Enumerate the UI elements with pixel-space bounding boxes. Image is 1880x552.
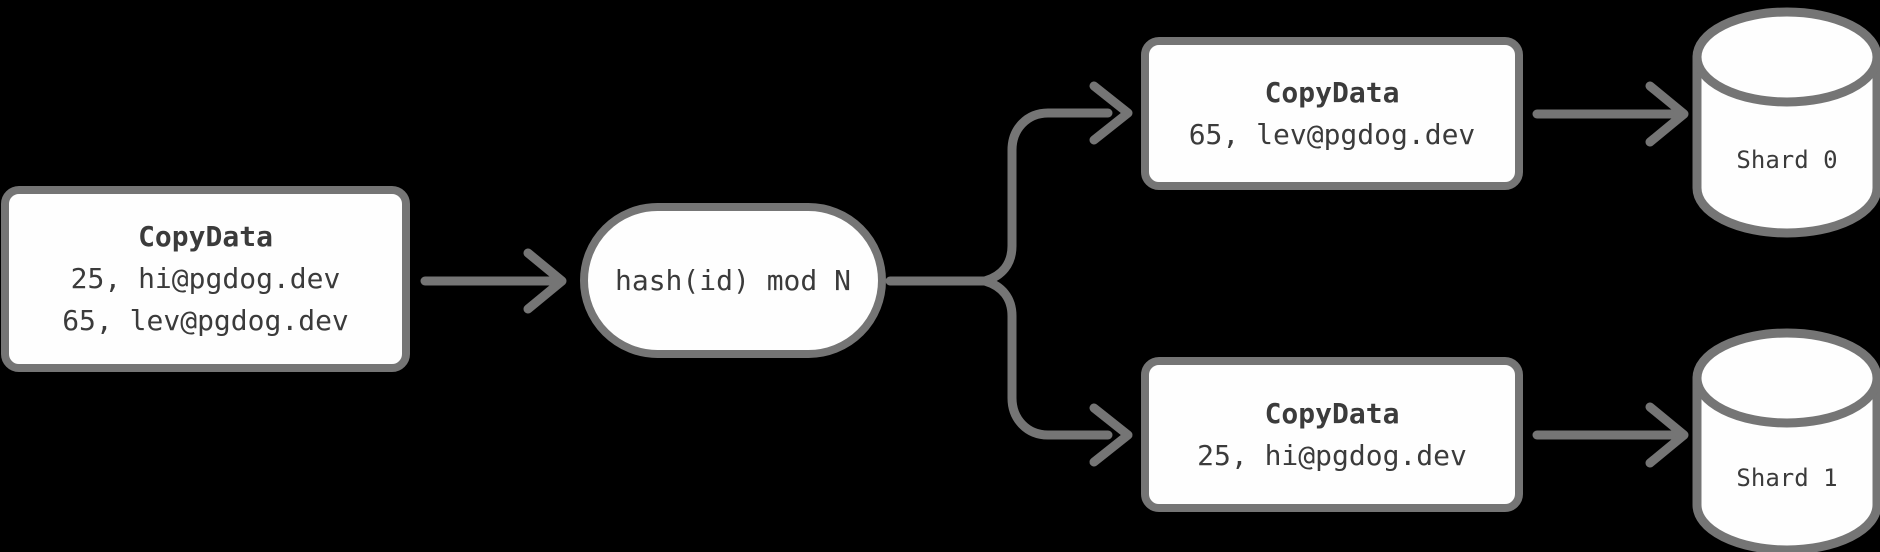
node-source-copydata: CopyData 25, hi@pgdog.dev 65, lev@pgdog.… — [1, 186, 410, 372]
fork-branch-top — [885, 108, 1113, 286]
fork-arrowhead-bottom — [1089, 403, 1133, 467]
copy1-node-row: 25, hi@pgdog.dev — [1197, 438, 1467, 472]
fork-branch-bottom — [980, 276, 1113, 440]
fork-connector — [885, 81, 1133, 467]
fork-arrowhead-top — [1089, 81, 1133, 145]
source-node-title: CopyData — [138, 220, 273, 253]
arrow-source-to-hash — [420, 248, 567, 314]
copy1-node-title: CopyData — [1264, 396, 1400, 430]
node-hash-function: hash(id) mod N — [580, 203, 886, 358]
hash-node-label: hash(id) mod N — [614, 263, 851, 297]
arrow-copy0-to-shard0 — [1532, 81, 1689, 147]
arrow-copy1-to-shard1 — [1532, 402, 1689, 468]
source-node-row: 25, hi@pgdog.dev — [70, 262, 341, 295]
shard0-cylinder-icon — [1692, 7, 1880, 238]
copy0-node-title: CopyData — [1264, 75, 1400, 109]
shard0-label: Shard 0 — [1736, 146, 1838, 174]
source-node-row: 65, lev@pgdog.dev — [62, 304, 349, 337]
node-copydata-shard1: CopyData 25, hi@pgdog.dev — [1141, 357, 1523, 512]
shard1-label: Shard 1 — [1736, 464, 1838, 492]
node-copydata-shard0: CopyData 65, lev@pgdog.dev — [1141, 37, 1523, 190]
shard1-cylinder-icon — [1692, 328, 1880, 552]
copy0-node-row: 65, lev@pgdog.dev — [1188, 117, 1476, 151]
